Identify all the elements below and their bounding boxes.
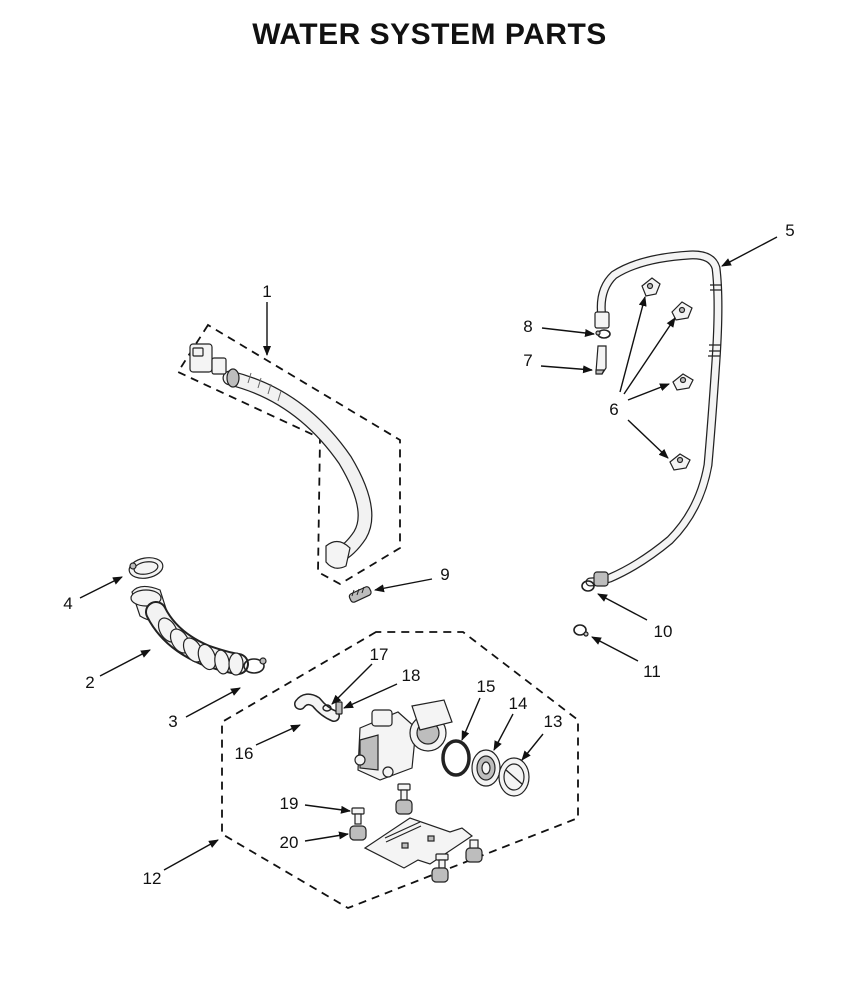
callout-14: 14	[509, 694, 528, 713]
hose-clip-6b	[671, 301, 693, 321]
callout-15: 15	[477, 677, 496, 696]
part-11-clamp	[573, 624, 589, 637]
leader-lines	[79, 236, 778, 871]
callout-10: 10	[654, 622, 673, 641]
callout-13: 13	[544, 712, 563, 731]
page-title: WATER SYSTEM PARTS	[252, 18, 607, 51]
callout-12: 12	[143, 869, 162, 888]
part-20-grommets	[349, 799, 483, 883]
drain-hose-assembly	[176, 323, 401, 586]
part-14-filter	[471, 749, 501, 787]
mounting-plate	[363, 817, 474, 869]
hose-clip-6c	[672, 373, 694, 391]
part-16-tube	[294, 693, 340, 722]
callout-17: 17	[370, 645, 389, 664]
hose-clip-6d	[669, 453, 691, 471]
part-7-bracket	[595, 345, 607, 375]
callout-7: 7	[523, 351, 532, 370]
callout-8: 8	[523, 317, 532, 336]
part-18-clip	[335, 701, 343, 715]
part-17-clamp	[322, 704, 332, 712]
callout-4: 4	[63, 594, 72, 613]
callout-11: 11	[643, 662, 661, 681]
clamp-3	[243, 658, 265, 674]
inlet-hose-assembly	[573, 250, 723, 637]
callout-5: 5	[785, 221, 794, 240]
part-8-clamp	[595, 329, 611, 339]
part-19-screws	[351, 783, 449, 869]
callout-3: 3	[168, 712, 177, 731]
drain-pump-assembly	[221, 631, 579, 909]
pump-motor	[354, 699, 453, 781]
part-9-clip	[348, 586, 372, 603]
callout-9: 9	[440, 565, 449, 584]
callout-18: 18	[402, 666, 421, 685]
tub-to-pump-hose	[128, 557, 267, 676]
callout-6: 6	[609, 400, 618, 419]
hose-clip-6a	[641, 277, 661, 297]
group-outline-12	[221, 631, 579, 909]
callout-16: 16	[235, 744, 254, 763]
callout-1: 1	[262, 282, 271, 301]
callout-labels: 1 2 3 4 5 6 7 8 9 10 11 12 13 14 15 16 1…	[63, 221, 794, 888]
callout-20: 20	[280, 833, 299, 852]
callout-2: 2	[85, 673, 94, 692]
part-10-clamp	[581, 580, 595, 592]
callout-19: 19	[280, 794, 299, 813]
part-15-seal	[441, 739, 471, 777]
part-13-cap	[498, 757, 530, 797]
